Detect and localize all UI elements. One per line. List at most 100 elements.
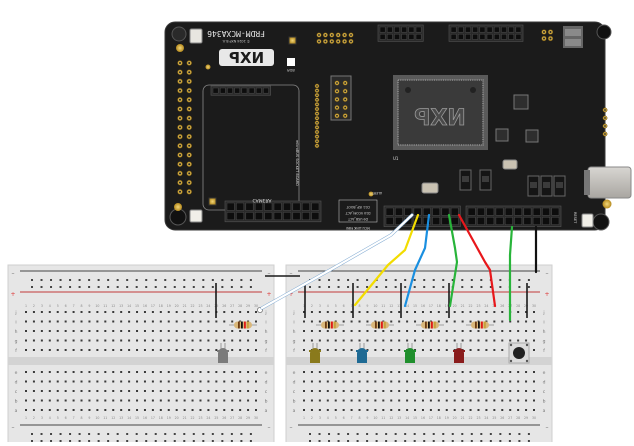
hole[interactable] xyxy=(342,339,345,342)
hole[interactable] xyxy=(151,311,154,313)
rail-hole[interactable] xyxy=(154,279,157,281)
hole[interactable] xyxy=(382,339,385,342)
rail-hole[interactable] xyxy=(489,286,492,288)
top-header-j2-pin[interactable] xyxy=(386,33,393,40)
hole[interactable] xyxy=(326,330,329,332)
header-left-pin[interactable] xyxy=(432,207,441,216)
hole[interactable] xyxy=(485,380,488,383)
hole[interactable] xyxy=(143,371,146,373)
rail-hole[interactable] xyxy=(50,279,53,281)
hole[interactable] xyxy=(136,371,139,373)
header-left-pin[interactable] xyxy=(422,207,431,216)
rail-hole[interactable] xyxy=(154,440,157,442)
hole[interactable] xyxy=(255,380,257,383)
mikrobus-pin[interactable] xyxy=(227,87,233,94)
rail-hole[interactable] xyxy=(230,440,233,442)
hole[interactable] xyxy=(112,339,115,342)
rail-hole[interactable] xyxy=(107,440,110,442)
pushbutton[interactable] xyxy=(508,342,530,364)
hole[interactable] xyxy=(151,409,154,411)
hole[interactable] xyxy=(167,371,170,373)
hole[interactable] xyxy=(88,339,91,342)
hole[interactable] xyxy=(199,390,202,392)
hole[interactable] xyxy=(509,330,512,332)
top-header-j1-pin[interactable] xyxy=(486,33,493,40)
hole[interactable] xyxy=(382,399,385,402)
hole[interactable] xyxy=(421,339,424,342)
hole[interactable] xyxy=(414,399,417,402)
hole[interactable] xyxy=(64,320,67,323)
hole[interactable] xyxy=(231,371,234,373)
hole[interactable] xyxy=(56,339,59,342)
hole[interactable] xyxy=(509,371,512,373)
rail-hole[interactable] xyxy=(78,279,81,281)
rail-hole[interactable] xyxy=(88,440,91,442)
hole[interactable] xyxy=(374,390,377,392)
hole[interactable] xyxy=(493,380,496,383)
rail-hole[interactable] xyxy=(375,286,378,288)
hole[interactable] xyxy=(64,409,67,411)
hole[interactable] xyxy=(310,371,313,373)
hole[interactable] xyxy=(517,390,520,392)
hole[interactable] xyxy=(398,409,401,411)
hole[interactable] xyxy=(477,330,480,332)
hole[interactable] xyxy=(120,371,123,373)
hole[interactable] xyxy=(445,311,448,313)
hole[interactable] xyxy=(167,311,170,313)
rail-hole[interactable] xyxy=(50,286,53,288)
hole[interactable] xyxy=(175,349,178,351)
rail-hole[interactable] xyxy=(366,279,369,281)
camera-pin[interactable] xyxy=(301,202,310,211)
hole[interactable] xyxy=(64,349,67,351)
hole[interactable] xyxy=(80,330,83,332)
rail-hole[interactable] xyxy=(499,286,502,288)
hole[interactable] xyxy=(143,409,146,411)
hole[interactable] xyxy=(72,330,75,332)
hole[interactable] xyxy=(414,380,417,383)
rail-hole[interactable] xyxy=(116,286,119,288)
rail-hole[interactable] xyxy=(480,279,483,281)
hole[interactable] xyxy=(461,380,464,383)
hole[interactable] xyxy=(40,371,43,373)
hole[interactable] xyxy=(231,409,234,411)
hole[interactable] xyxy=(143,380,146,383)
hole[interactable] xyxy=(437,349,440,351)
hole[interactable] xyxy=(199,311,202,313)
hole[interactable] xyxy=(493,339,496,342)
hole[interactable] xyxy=(120,320,123,323)
mikrobus-pin[interactable] xyxy=(234,87,241,94)
rail-hole[interactable] xyxy=(31,279,33,281)
rail-hole[interactable] xyxy=(347,279,350,281)
hole[interactable] xyxy=(350,330,353,332)
header-right-pin[interactable] xyxy=(542,217,550,225)
hole[interactable] xyxy=(136,330,139,332)
hole[interactable] xyxy=(303,399,305,402)
hole[interactable] xyxy=(342,349,345,351)
hole[interactable] xyxy=(525,409,528,411)
header-left-pin[interactable] xyxy=(450,217,459,225)
hole[interactable] xyxy=(112,390,115,392)
hole[interactable] xyxy=(191,390,194,392)
hole[interactable] xyxy=(326,311,329,313)
hole[interactable] xyxy=(390,371,393,373)
hole[interactable] xyxy=(72,380,75,383)
rail-hole[interactable] xyxy=(78,433,81,435)
hole[interactable] xyxy=(326,399,329,402)
hole[interactable] xyxy=(223,371,226,373)
hole[interactable] xyxy=(318,330,321,332)
hole[interactable] xyxy=(517,311,520,313)
hole[interactable] xyxy=(175,399,178,402)
red-wire[interactable] xyxy=(457,213,497,308)
hole[interactable] xyxy=(80,339,83,342)
hole[interactable] xyxy=(421,390,424,392)
rail-hole[interactable] xyxy=(404,440,407,442)
hole[interactable] xyxy=(326,390,329,392)
rail-hole[interactable] xyxy=(527,279,530,281)
hole[interactable] xyxy=(183,399,186,402)
hole[interactable] xyxy=(56,409,59,411)
camera-pin[interactable] xyxy=(226,202,235,211)
hole[interactable] xyxy=(151,380,154,383)
hole[interactable] xyxy=(175,330,178,332)
hole[interactable] xyxy=(207,399,210,402)
hole[interactable] xyxy=(342,320,345,323)
